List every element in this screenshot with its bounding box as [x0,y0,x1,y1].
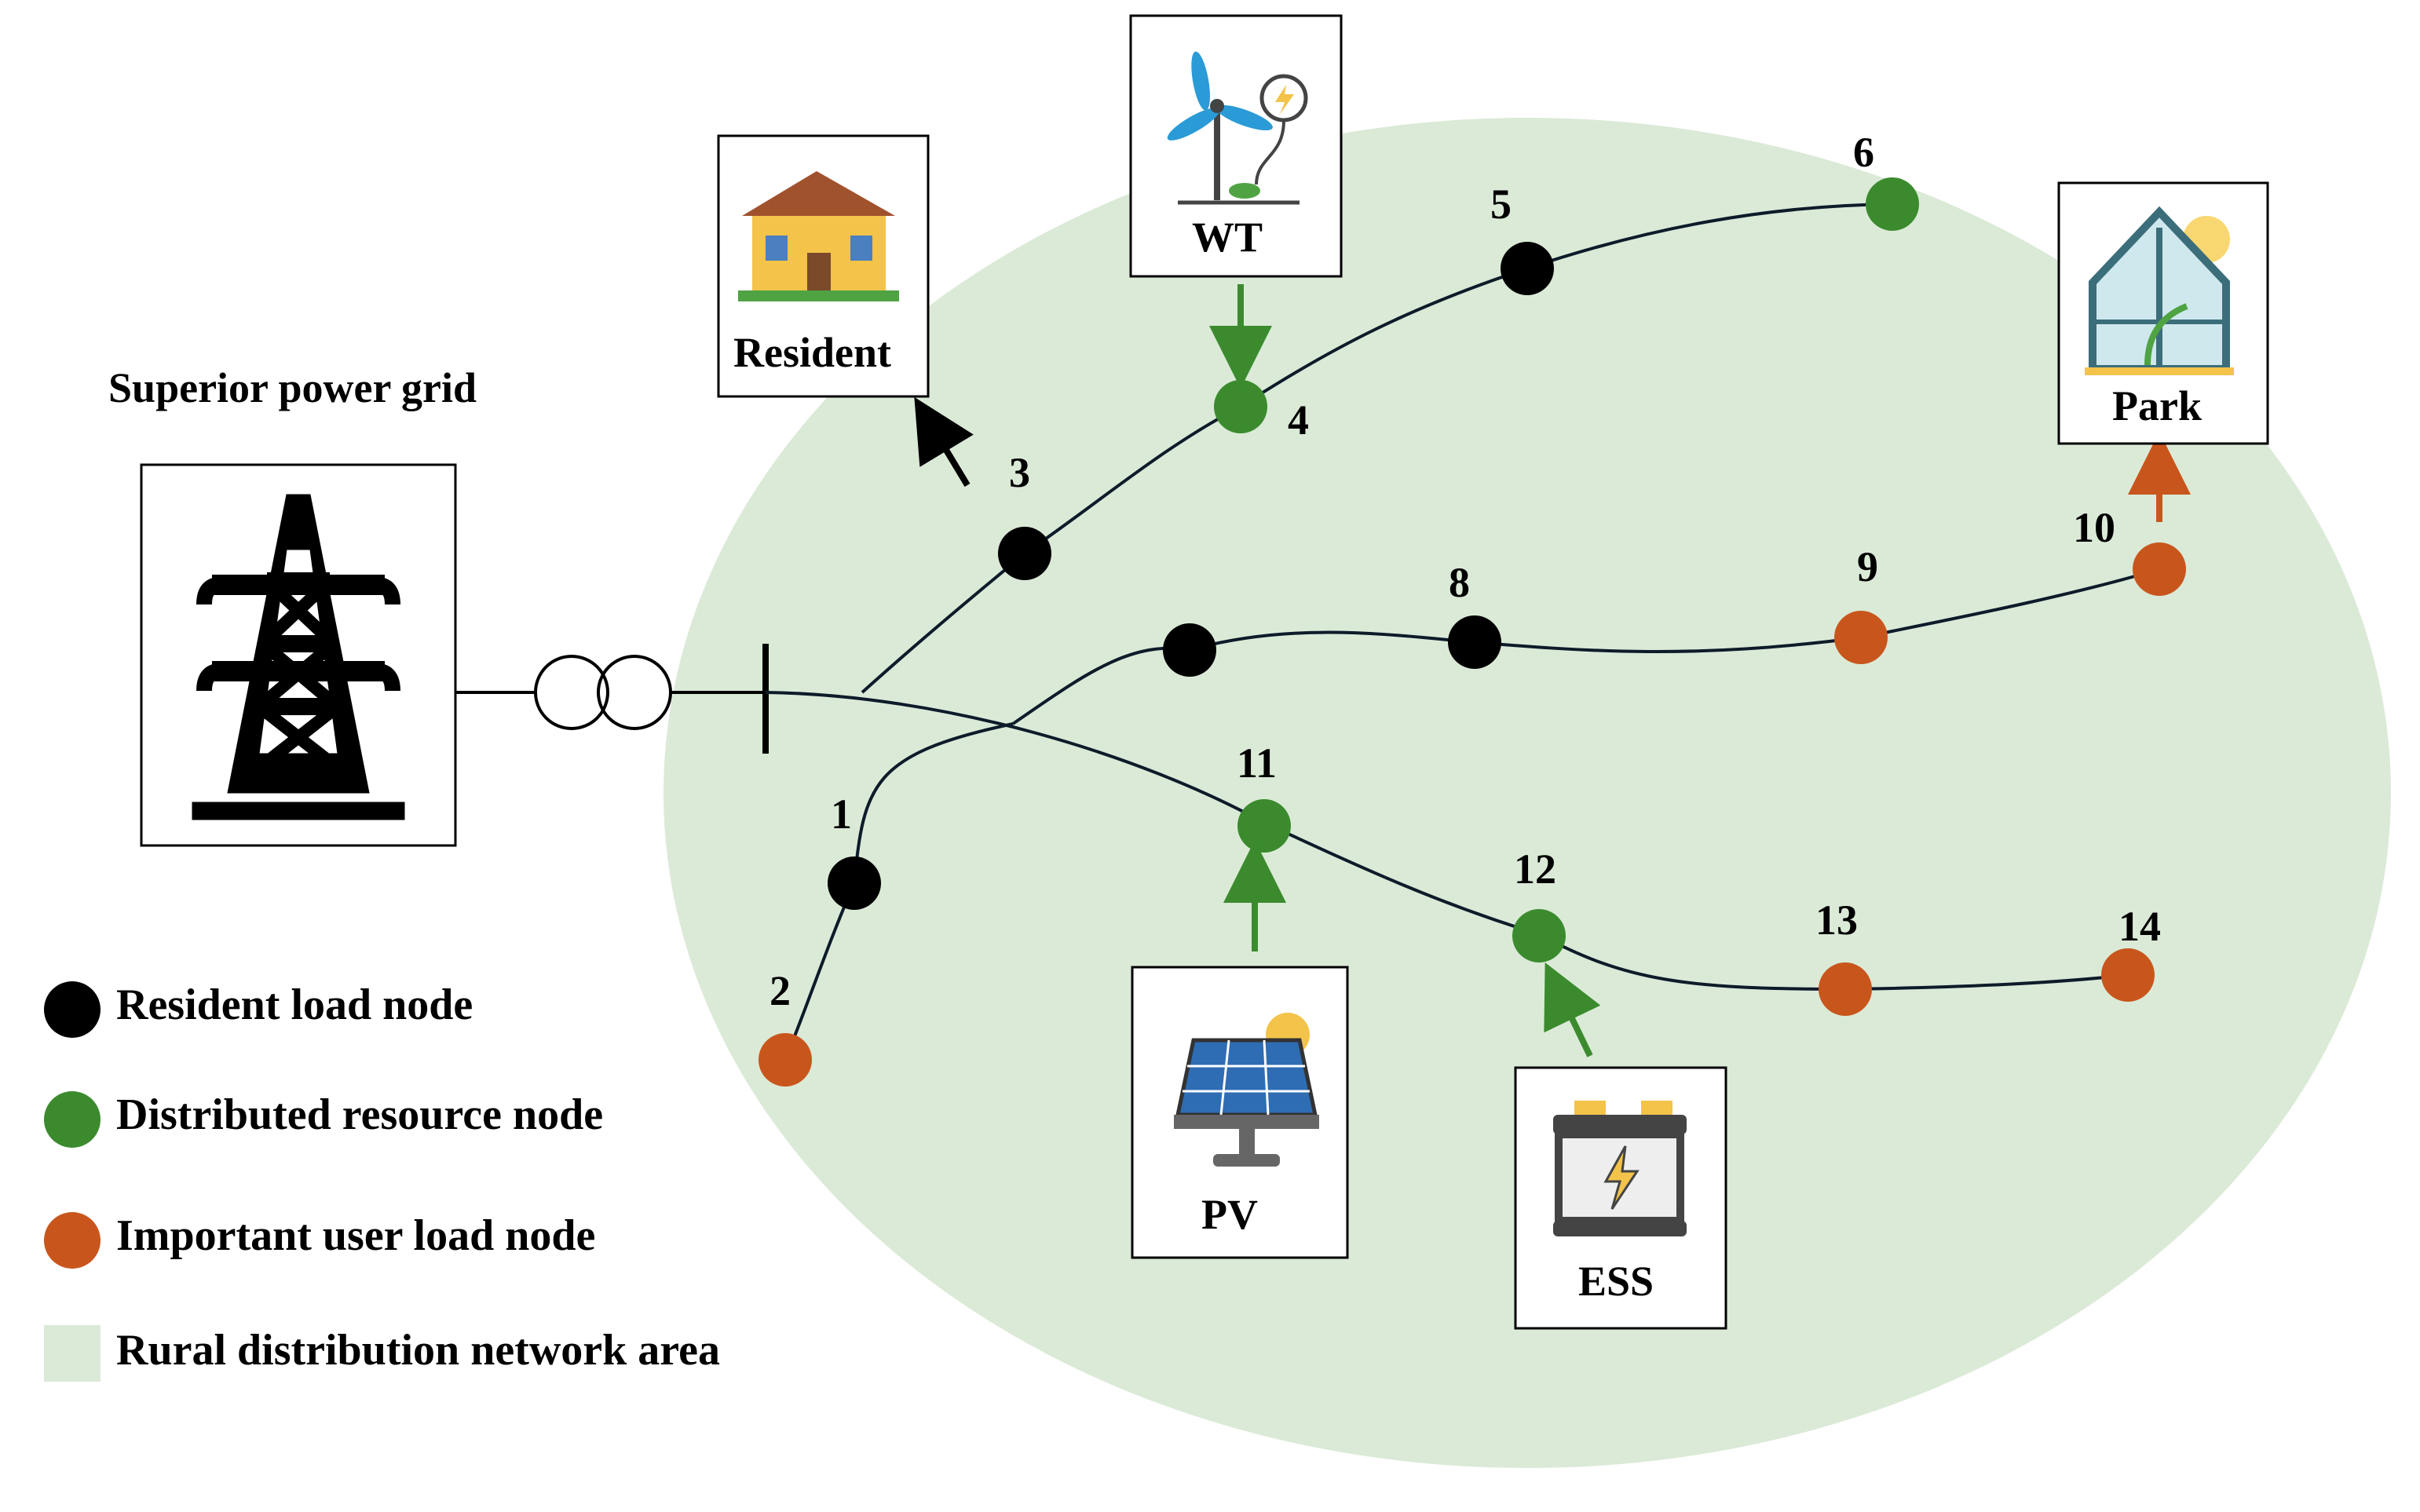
grid-box [140,463,457,847]
park-box: Park [2057,181,2269,445]
node-label: 9 [1857,543,1878,590]
node-10[interactable] [2133,542,2186,596]
node-label: 4 [1288,396,1309,444]
node-label: 11 [1237,740,1277,787]
grid-title: Superior power grid [108,364,477,411]
legend-marker-distributed [44,1091,101,1148]
park-box-label: Park [2112,382,2202,429]
resident-box: Resident [717,134,930,398]
rural-area [663,118,2391,1468]
node-4[interactable] [1214,380,1267,433]
node-label: 2 [770,967,791,1014]
transformer [455,655,766,730]
node-5[interactable] [1501,242,1554,295]
node-2[interactable] [759,1033,812,1087]
node-8[interactable] [1448,615,1501,669]
node-11[interactable] [1237,799,1291,853]
arrows [914,284,2191,1057]
node-labels: 1 2 3 4 5 6 8 9 10 11 12 13 14 [770,129,2161,1014]
node-14[interactable] [2101,948,2155,1002]
node-9[interactable] [1834,611,1888,664]
legend-label: Important user load node [116,1211,595,1260]
legend: Resident load node Distributed resource … [44,981,720,1382]
node-label: 13 [1815,897,1858,944]
node-label: 1 [831,791,852,838]
greenhouse-icon [2085,206,2234,375]
pv-box: PV [1131,966,1349,1259]
house-icon [738,171,899,301]
pv-box-label: PV [1201,1191,1258,1238]
ess-box-label: ESS [1578,1258,1654,1305]
resident-box-label: Resident [733,329,891,376]
arrow-to-resident [914,396,974,488]
node-label: 8 [1449,559,1470,606]
legend-label: Rural distribution network area [116,1326,720,1375]
node-3[interactable] [998,527,1051,580]
legend-marker-important [44,1212,101,1269]
node-label: 12 [1514,845,1556,893]
node-label: 3 [1009,449,1030,496]
node-6[interactable] [1866,177,1919,231]
node-label: 6 [1853,129,1874,176]
legend-label: Distributed resource node [116,1090,603,1139]
node-label: 14 [2118,903,2161,950]
arrow-from-ess [1544,962,1601,1057]
node-7[interactable] [1163,623,1216,677]
node-label: 10 [2073,504,2115,551]
legend-marker-resident [44,981,101,1038]
node-13[interactable] [1819,962,1872,1016]
legend-marker-area [44,1325,101,1382]
nodes [759,177,2186,1087]
solar-panel-icon [1174,1013,1319,1167]
transmission-tower-icon [192,494,405,820]
legend-label: Resident load node [116,981,473,1029]
wt-box: WT [1129,14,1343,278]
node-12[interactable] [1512,909,1566,962]
battery-icon [1553,1101,1687,1236]
wt-box-label: WT [1192,214,1263,261]
wind-turbine-icon [1167,51,1308,205]
ess-box: ESS [1514,1066,1727,1330]
node-1[interactable] [828,856,881,910]
node-label: 5 [1490,181,1512,228]
